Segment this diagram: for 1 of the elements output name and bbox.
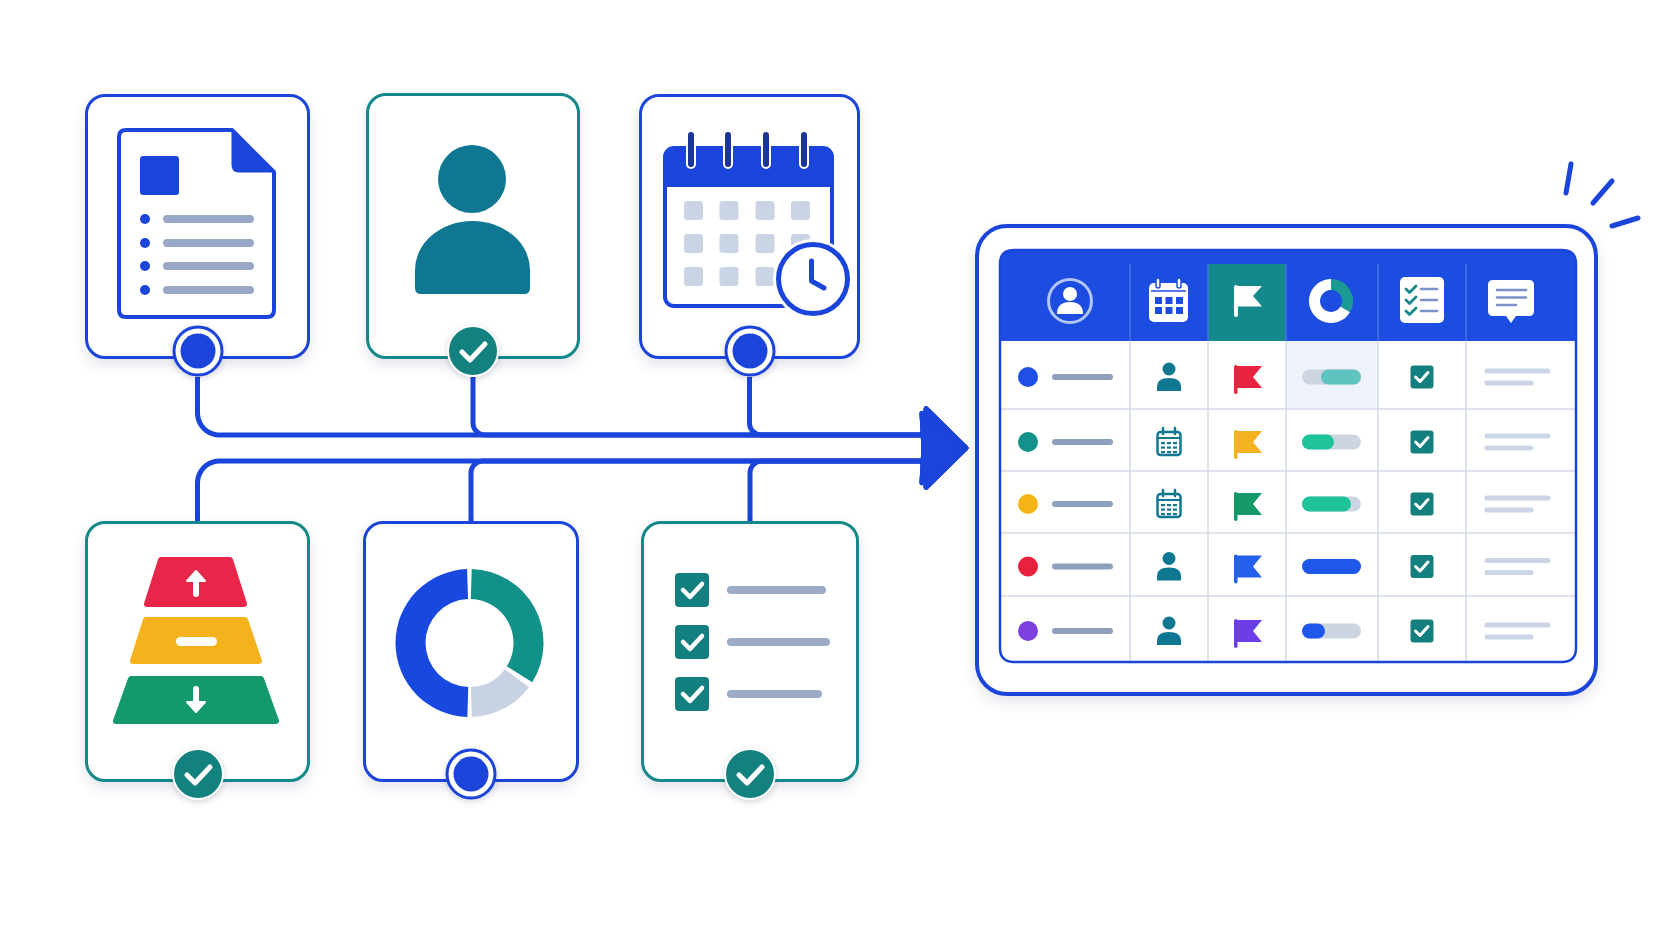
arrow <box>747 410 969 521</box>
